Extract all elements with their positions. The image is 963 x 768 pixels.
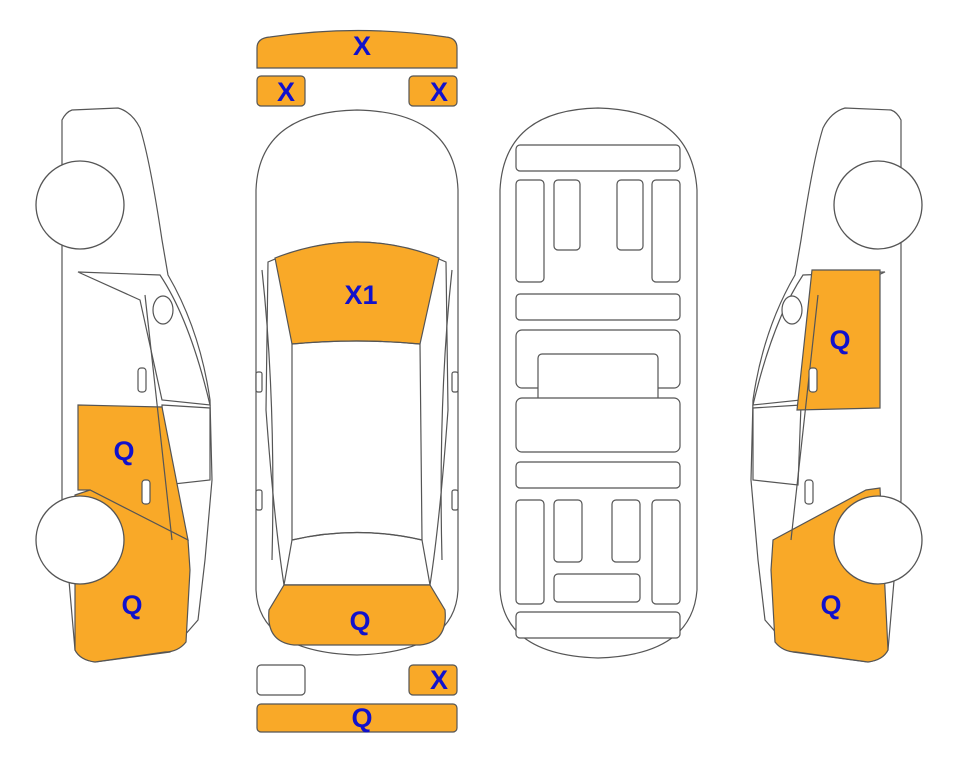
under-panel-10 [515,461,681,489]
under-panel-1 [515,144,681,172]
trunk-lid-label: Q [349,606,370,636]
front-parts [256,29,458,107]
right-rear-quarter-label: Q [820,590,841,620]
under-panel-3 [553,179,581,251]
damage-labels: X X X X1 Q X Q Q Q Q Q [113,31,850,733]
top-rear-window [283,531,431,586]
top-left-mirror [255,371,263,393]
left-door-seam [144,294,173,541]
right-door-seam [790,294,819,541]
top-trunk-lid-part[interactable] [268,584,446,646]
right-rear-door-label: Q [829,325,850,355]
under-panel-12 [553,499,583,563]
right-door-handle-front [808,367,818,393]
top-left-handle [255,489,263,511]
left-door-handle-front [137,367,147,393]
rear-light-right-part[interactable] [408,664,458,696]
front-bumper-part[interactable] [256,29,458,69]
top-right-mirror [451,371,459,393]
right-mirror [781,295,803,325]
right-window-frame [752,271,886,406]
headlight-left-part[interactable] [256,75,306,107]
right-front-door-part[interactable] [796,269,881,411]
headlight-right-label: X [430,77,448,107]
car-top-view-icon [255,109,459,656]
top-right-side-line [440,269,453,561]
right-door-handle-rear [804,479,814,505]
right-rear-window [752,404,802,486]
under-panel-16 [515,611,681,639]
under-panel-2 [515,179,545,283]
left-window-frame [77,271,211,406]
right-rear-wheel[interactable] [833,495,923,585]
top-body-outline [255,109,459,656]
left-rear-quarter-label: Q [121,590,142,620]
left-mirror [152,295,174,325]
car-underbody-icon [499,107,698,659]
headlight-right-part[interactable] [408,75,458,107]
rear-bumper-label: Q [351,703,372,733]
under-panel-9 [515,397,681,453]
right-front-wheel[interactable] [833,160,923,250]
top-left-side-line [261,269,274,561]
under-panel-15 [553,573,641,603]
rear-bumper-part[interactable] [256,703,458,733]
left-rear-door-label: Q [113,436,134,466]
headlight-left-label: X [277,77,295,107]
under-panel-11 [515,499,545,605]
under-panel-4 [616,179,644,251]
left-rear-wheel[interactable] [35,495,125,585]
rear-light-left-part[interactable] [256,664,306,696]
under-panel-5 [651,179,681,283]
rear-light-right-label: X [430,665,448,695]
car-right-side-icon [750,107,923,663]
rear-parts [256,664,458,733]
under-panel-13 [611,499,641,563]
front-bumper-label: X [353,31,371,61]
left-front-wheel[interactable] [35,160,125,250]
under-panel-14 [651,499,681,605]
car-left-side-icon [35,107,213,663]
top-right-handle [451,489,459,511]
left-door-handle-rear [141,479,151,505]
under-panel-6 [515,293,681,321]
windshield-label: X1 [344,280,377,310]
